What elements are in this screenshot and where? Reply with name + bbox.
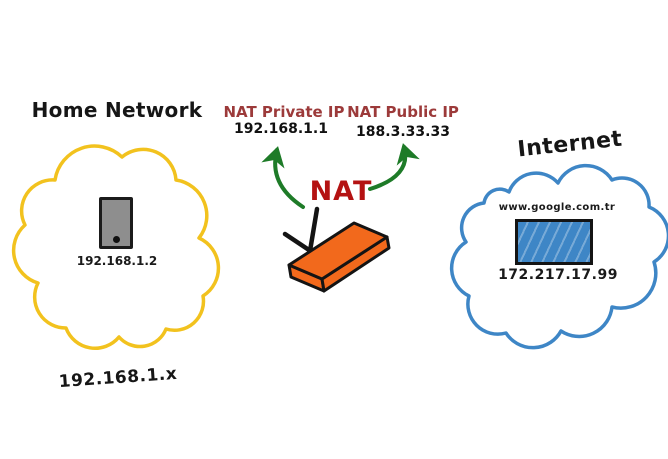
nat-private-ip-title: NAT Private IP	[223, 103, 345, 121]
server-screen-icon	[515, 219, 593, 265]
nat-public-ip-value: 188.3.33.33	[356, 124, 450, 140]
arrow-to-private-ip	[261, 146, 305, 209]
router-antenna-right	[282, 231, 312, 253]
phone-home-button-icon	[112, 236, 120, 243]
nat-router-icon	[282, 206, 391, 293]
router-top-face	[287, 221, 389, 281]
nat-title: NAT	[309, 176, 373, 207]
device-ip-label: 192.168.1.2	[76, 254, 158, 268]
server-ip-label: 172.217.17.99	[498, 267, 618, 283]
arrow-to-public-ip	[368, 143, 420, 191]
home-network-title: Home Network	[31, 98, 203, 122]
router-antenna-left	[307, 206, 320, 254]
nat-private-ip-value: 192.168.1.1	[234, 121, 328, 137]
server-hostname-label: www.google.com.tr	[498, 202, 616, 213]
smartphone-icon	[99, 197, 133, 249]
nat-public-ip-title: NAT Public IP	[347, 103, 459, 121]
